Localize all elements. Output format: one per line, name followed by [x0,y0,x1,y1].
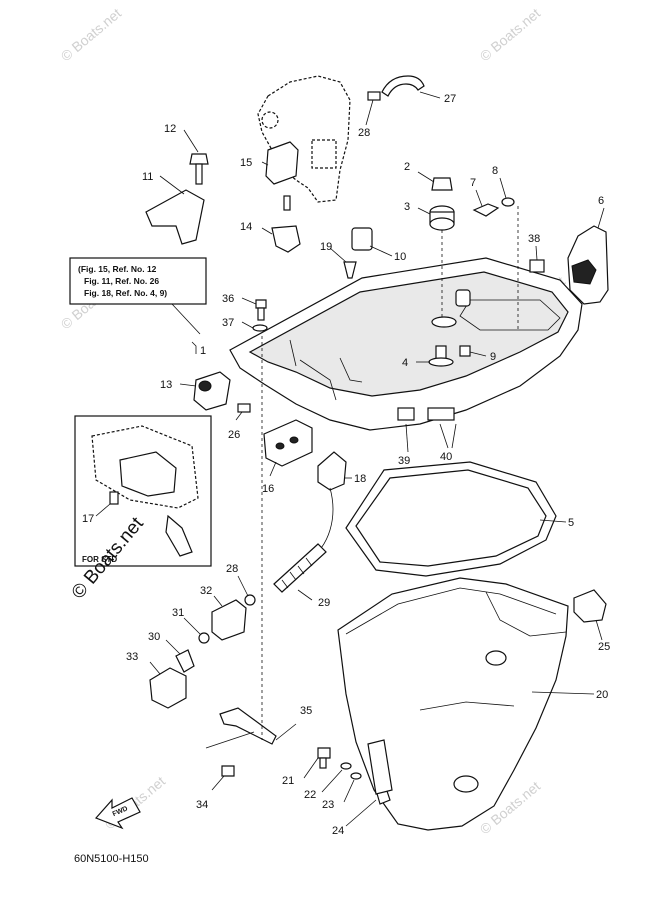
callout-29: 29 [318,597,330,609]
callout-7: 7 [470,177,476,189]
callout-10: 10 [394,251,406,263]
note-box: (Fig. 15, Ref. No. 12 Fig. 11, Ref. No. … [69,257,207,354]
part-9-nut [459,345,487,357]
callout-21: 21 [282,775,294,787]
part-11-bracket [145,175,205,245]
part-24-nut [345,787,391,827]
part-14-bracket [261,195,301,253]
part-20-apron [337,577,595,831]
callout-36: 36 [222,293,234,305]
callout-13: 13 [160,379,172,391]
note-line-1: (Fig. 15, Ref. No. 12 [78,264,157,274]
callout-38: 38 [528,233,540,245]
part-2-bolt [417,171,453,191]
inset-detail: FOR STD [74,415,212,567]
bracket-plate [367,739,393,795]
callout-18: 18 [354,473,366,485]
part-32-knob [211,595,247,641]
callout-32: 32 [200,585,212,597]
callout-23: 23 [322,799,334,811]
part-7-bolt [472,189,500,217]
part-33-grommet [149,661,187,709]
part-13-grommet [179,371,231,411]
callout-14: 14 [240,221,252,233]
callout-37: 37 [222,317,234,329]
inset-label: FOR STD [82,555,117,564]
callout-34: 34 [196,799,208,811]
part-10-grommet [351,227,393,257]
watermark-top-left: © Boats.net [58,5,125,64]
callout-20: 20 [596,689,608,701]
callout-25: 25 [598,641,610,653]
callout-17: 17 [82,513,94,525]
part-23-washer [343,772,362,803]
engine-block-outline [257,75,351,203]
callout-16: 16 [262,483,274,495]
callout-3: 3 [404,201,410,213]
part-3-grommet [417,205,455,231]
callout-27: 27 [444,93,456,105]
part-12-bolt [183,129,209,185]
callout-33: 33 [126,651,138,663]
part-36-bolt [241,297,267,321]
diagram-code: 60N5100-H150 [74,853,149,865]
callout-labels: 1 2 3 4 5 6 7 8 9 10 11 12 13 14 15 16 1… [82,93,610,837]
callout-8: 8 [492,165,498,177]
callout-5: 5 [568,517,574,529]
callout-15: 15 [240,157,252,169]
part-5-seal [345,461,567,577]
part-26-plug [235,403,251,421]
part-30-switch [165,639,195,673]
part-6-latch [567,207,609,305]
callout-12: 12 [164,123,176,135]
callout-2: 2 [404,161,410,173]
part-29-cable [273,487,334,601]
callout-31: 31 [172,607,184,619]
callout-28: 28 [358,127,370,139]
part-28-clip [365,91,381,126]
callout-22: 22 [304,789,316,801]
note-line-3: Fig. 18, Ref. No. 4, 9) [84,288,167,298]
part-22-washer [321,762,352,793]
callout-24: 24 [332,825,344,837]
part-4-grommet [416,345,454,367]
fwd-arrow: FWD [94,797,141,830]
note-line-2: Fig. 11, Ref. No. 26 [84,276,159,286]
callout-6: 6 [598,195,604,207]
callout-35: 35 [300,705,312,717]
callout-1: 1 [200,345,206,357]
part-16-plate [263,419,313,477]
callout-28-lower: 28 [226,563,238,575]
part-8-washer [499,177,515,207]
part-15-bracket [261,141,299,185]
part-21-bolt [303,747,331,779]
part-25-grommet [573,589,607,641]
callout-9: 9 [490,351,496,363]
part-18-grommet [317,451,352,491]
part-31-clip [183,617,210,644]
callout-11: 11 [142,171,153,183]
callout-39: 39 [398,455,410,467]
callout-26: 26 [228,429,240,441]
part-37-washer [241,321,268,332]
part-19-spring [329,247,357,279]
watermark-top-right: © Boats.net [477,5,544,64]
callout-19: 19 [320,241,332,253]
part-1-bottom-cowling [229,257,583,431]
part-35-bracket [205,707,297,749]
part-34-bolt [211,765,235,791]
part-28-lower-clip [237,575,256,606]
callout-30: 30 [148,631,160,643]
part-38-label [529,245,545,273]
callout-40: 40 [440,451,452,463]
part-27-hose [381,75,441,99]
callout-4: 4 [402,357,408,369]
